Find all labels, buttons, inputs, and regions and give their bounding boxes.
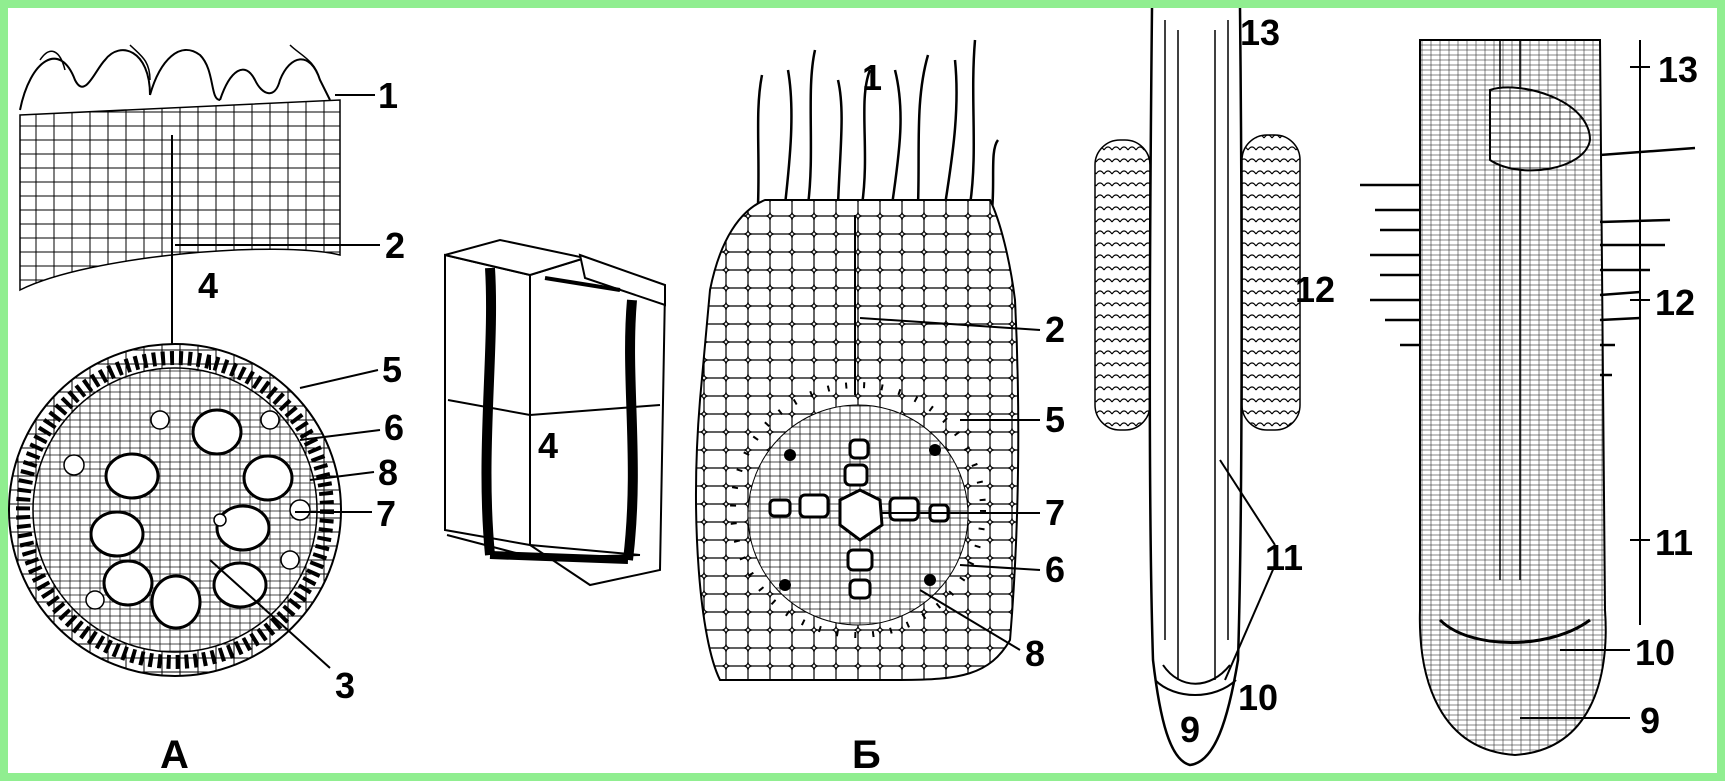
label-long-12: 12 bbox=[1655, 285, 1695, 321]
cortex-fragment-a bbox=[20, 100, 340, 290]
hair-zone-left bbox=[1095, 140, 1150, 430]
root-cross-section-a bbox=[9, 45, 380, 676]
label-a-4: 4 bbox=[198, 268, 218, 304]
hair-zone-right bbox=[1242, 135, 1300, 430]
label-b-2: 2 bbox=[1045, 312, 1065, 348]
label-b-5: 5 bbox=[1045, 402, 1065, 438]
label-tip-10: 10 bbox=[1238, 680, 1278, 716]
label-long-11: 11 bbox=[1655, 525, 1693, 561]
root-tip-zones bbox=[1095, 8, 1300, 765]
label-cell-4: 4 bbox=[538, 428, 558, 464]
label-b-1: 1 bbox=[862, 60, 882, 96]
label-tip-12: 12 bbox=[1295, 272, 1335, 308]
label-long-10: 10 bbox=[1635, 635, 1675, 671]
epidermis-hairs-a bbox=[20, 45, 330, 110]
label-b-6: 6 bbox=[1045, 552, 1065, 588]
label-b-7: 7 bbox=[1045, 495, 1065, 531]
label-a-6: 6 bbox=[384, 410, 404, 446]
label-a-7: 7 bbox=[376, 496, 396, 532]
label-tip-11: 11 bbox=[1265, 540, 1303, 576]
label-a-3: 3 bbox=[335, 668, 355, 704]
label-tip-13: 13 bbox=[1240, 15, 1280, 51]
label-a-1: 1 bbox=[378, 78, 398, 114]
label-tip-9: 9 bbox=[1180, 712, 1200, 748]
caption-b: Б bbox=[852, 735, 881, 775]
caption-a: А bbox=[160, 735, 189, 775]
label-a-2: 2 bbox=[385, 228, 405, 264]
root-cross-section-b bbox=[696, 40, 1040, 680]
label-a-8: 8 bbox=[378, 455, 398, 491]
label-long-9: 9 bbox=[1640, 703, 1660, 739]
label-b-8: 8 bbox=[1025, 636, 1045, 672]
label-long-13: 13 bbox=[1658, 52, 1698, 88]
label-a-5: 5 bbox=[382, 352, 402, 388]
leader-5a bbox=[300, 370, 378, 388]
endodermis-cell bbox=[445, 240, 665, 585]
